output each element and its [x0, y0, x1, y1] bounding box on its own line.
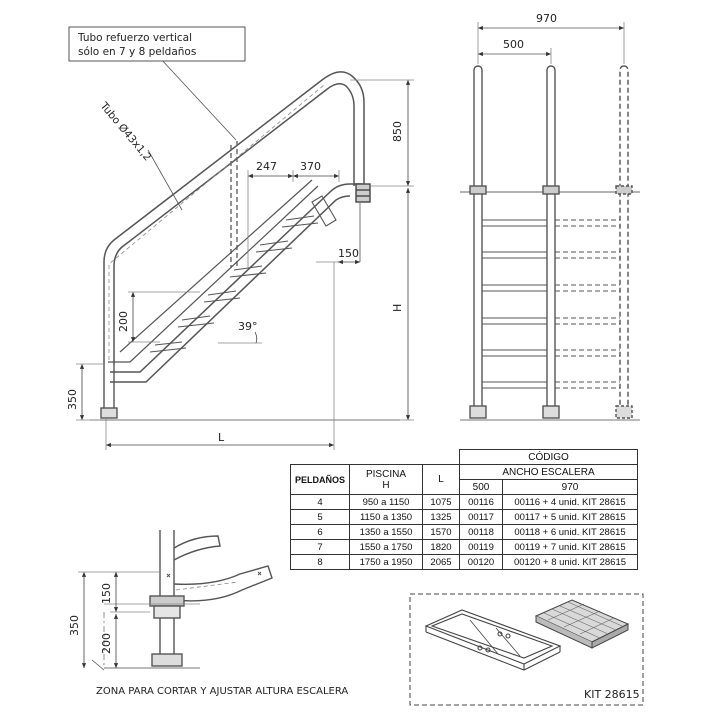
- dim-l: L: [218, 431, 225, 444]
- kit-grating: [534, 599, 630, 649]
- kit-frame: [424, 609, 562, 671]
- cut-zone-label: ZONA PARA CORTAR Y AJUSTAR ALTURA ESCALE…: [96, 686, 348, 697]
- kit-box: [409, 593, 644, 706]
- reinforcement-label-line1: Tubo refuerzo vertical: [77, 32, 192, 44]
- side-view-ladder: [90, 71, 400, 421]
- detail-dim-150: 150: [100, 583, 113, 604]
- header-peldanos: PELDAÑOS: [290, 464, 350, 495]
- dim-150: 150: [338, 247, 359, 260]
- dim-h: H: [391, 304, 404, 312]
- reinforcement-label-box: [68, 26, 246, 62]
- dim-200: 200: [117, 311, 130, 332]
- detail-dim-200: 200: [100, 633, 113, 654]
- dim-500: 500: [503, 38, 524, 51]
- header-l: L: [422, 464, 460, 495]
- dim-247: 247: [256, 160, 277, 173]
- header-500: 500: [459, 479, 503, 495]
- dim-39-angle: 39°: [238, 320, 258, 333]
- detail-dimensions: [78, 571, 160, 668]
- dim-970: 970: [536, 12, 557, 25]
- header-codigo: CÓDIGO: [459, 449, 638, 465]
- detail-dim-350: 350: [68, 615, 81, 636]
- header-970: 970: [502, 479, 638, 495]
- reinforcement-label-line2: sólo en 7 y 8 peldaños: [78, 46, 196, 58]
- dim-370: 370: [300, 160, 321, 173]
- kit-label: KIT 28615: [584, 688, 640, 701]
- front-view-ladder: [460, 22, 640, 421]
- tube-label: Tubo Ø43x1,2: [97, 99, 153, 163]
- detail-view: [91, 530, 273, 671]
- dim-850: 850: [391, 121, 404, 142]
- side-view-dimensions: [76, 57, 414, 450]
- dim-350: 350: [66, 389, 79, 410]
- header-ancho: ANCHO ESCALERA: [459, 464, 638, 480]
